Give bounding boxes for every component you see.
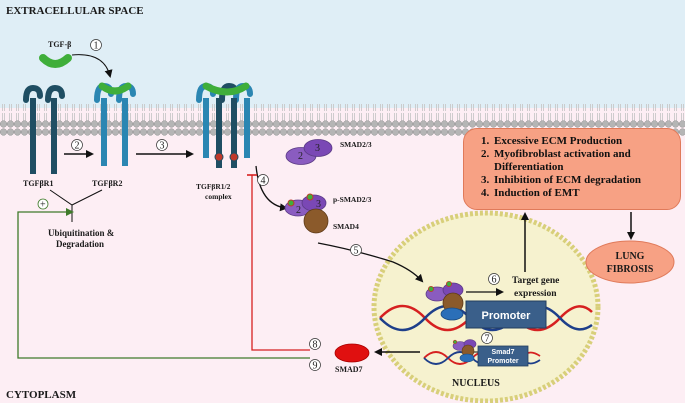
svg-text:8: 8 [313,340,318,351]
tgfbr1-receptor [23,84,65,174]
arrow-step-4 [255,165,288,212]
step-badge-9: 9 [309,359,321,372]
outcome-item: Excessive ECM Production [492,135,672,148]
step-badge-2: 2 [71,139,83,152]
tgfb-ligand [39,54,72,68]
svg-text:7: 7 [485,334,490,345]
smad7-promoter-box [477,345,529,367]
svg-text:9: 9 [313,361,318,372]
svg-text:1: 1 [94,41,99,52]
complex-label-1: TGFβR1/2 [196,182,231,191]
arrow-step-5 [317,242,424,283]
tgfb-label: TGF-β [48,40,71,49]
svg-text:3: 3 [316,199,321,210]
nucleus-label: NUCLEUS [452,378,500,389]
svg-text:2: 2 [296,205,301,216]
step-badge-5: 5 [350,244,362,257]
tgfbr1-label: TGFβR1 [23,179,53,188]
svg-text:3: 3 [160,141,165,152]
step-badge-1: 1 [90,39,102,52]
svg-text:5: 5 [354,246,359,257]
step-badge-3: 3 [156,139,168,152]
psmad23-label: p-SMAD2/3 [333,195,372,204]
outcome-item: Myofibroblast activation and Differentia… [492,148,672,174]
smad-complex-on-dna [425,280,464,321]
smad4-label: SMAD4 [333,222,359,231]
target-gene-label-2: expression [514,289,557,299]
extracellular-label: EXTRACELLULAR SPACE [6,5,144,17]
lung-fibrosis-label-2: FIBROSIS [607,264,654,275]
complex-label-2: complex [205,192,232,201]
target-gene-label-1: Target gene [512,276,559,286]
svg-text:6: 6 [492,275,497,286]
outcome-item: Induction of EMT [492,187,672,200]
inhibition-line-step-8 [251,175,310,351]
tgfbr2-receptor [94,82,136,166]
svg-text:2: 2 [75,141,80,152]
step-badge-7: 7 [481,332,493,345]
step-badge-6: 6 [488,273,500,286]
plus-badge [37,198,49,210]
smad23-label: SMAD2/3 [340,140,372,149]
lung-fibrosis-label-1: LUNG [616,251,645,262]
smad7-label: SMAD7 [335,365,363,374]
svg-text:3: 3 [315,143,320,154]
outcomes-list: Excessive ECM Production Myofibroblast a… [474,135,672,200]
arrow-step-1 [71,54,113,78]
smad7-promoter-label-1: Smad7 [492,349,515,356]
plus-sign: + [40,200,46,211]
ubiq-label-2: Degradation [56,239,104,249]
svg-text:2: 2 [298,151,303,162]
smad7-protein [334,343,370,363]
feedback-line-step-9 [17,208,310,359]
step-badge-8: 8 [309,338,321,351]
cytoplasm-label: CYTOPLASM [6,389,77,401]
outcomes-box: Excessive ECM Production Myofibroblast a… [463,128,681,210]
psmad23-smad4-complex: 2 3 [284,193,329,234]
svg-text:4: 4 [261,176,266,187]
promoter-label: Promoter [482,310,532,322]
tgfbr-complex [196,82,253,168]
outcome-item: Inhibition of ECM degradation [492,174,672,187]
step-badge-4: 4 [257,174,269,187]
ubiq-label-1: Ubiquitination & [48,228,115,238]
promoter-box [465,300,547,329]
smad7-promoter-label-2: Promoter [487,358,518,365]
smad23-complex: 2 3 [285,139,333,165]
lung-fibrosis-ellipse [585,240,675,284]
tgfbr2-label: TGFβR2 [92,179,122,188]
